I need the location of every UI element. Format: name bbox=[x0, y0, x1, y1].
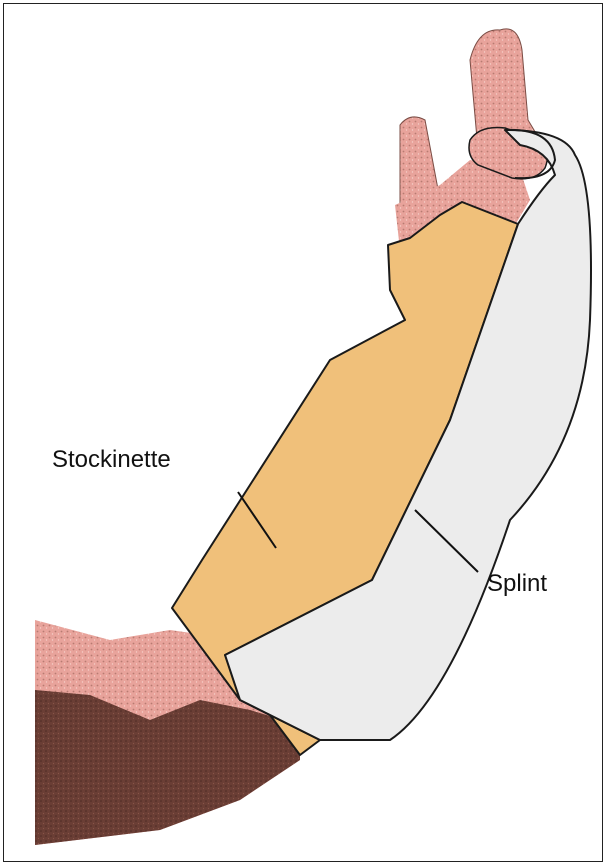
upper-arm-sleeve bbox=[35, 690, 300, 845]
splint-label: Splint bbox=[487, 570, 547, 598]
stockinette-label: Stockinette bbox=[52, 446, 171, 474]
